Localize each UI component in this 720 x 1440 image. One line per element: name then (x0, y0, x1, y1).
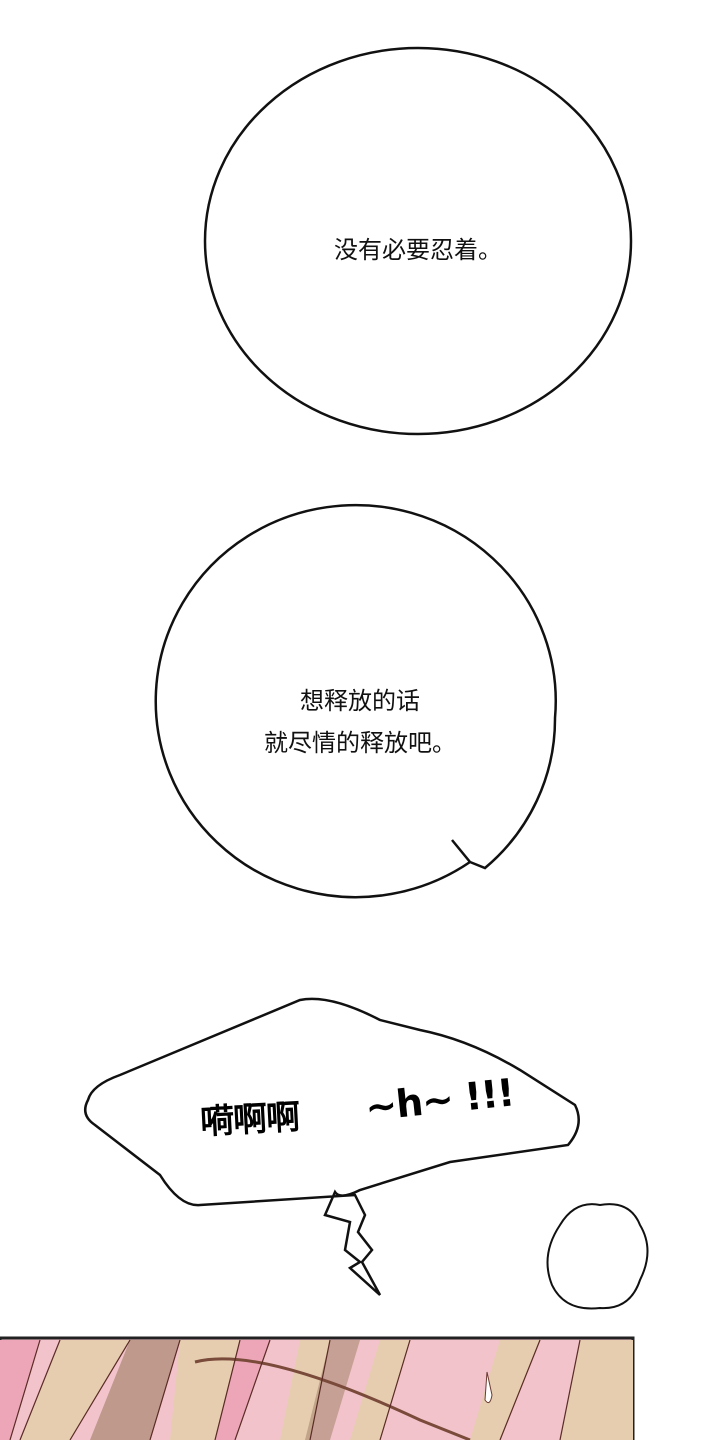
thought-puff (546, 1203, 649, 1310)
bubble-1-text: 没有必要忍着。 (334, 236, 502, 264)
speech-bubble-2 (154, 503, 557, 899)
shout-text: 嗬啊啊 (199, 1097, 301, 1143)
hair-panel (0, 1336, 635, 1440)
shout-bubble (83, 997, 580, 1296)
bubble-2-line-1: 想释放的话 (300, 687, 420, 715)
speech-bubble-1 (203, 46, 633, 436)
bubble-2-line-2: 就尽情的释放吧。 (264, 729, 456, 757)
